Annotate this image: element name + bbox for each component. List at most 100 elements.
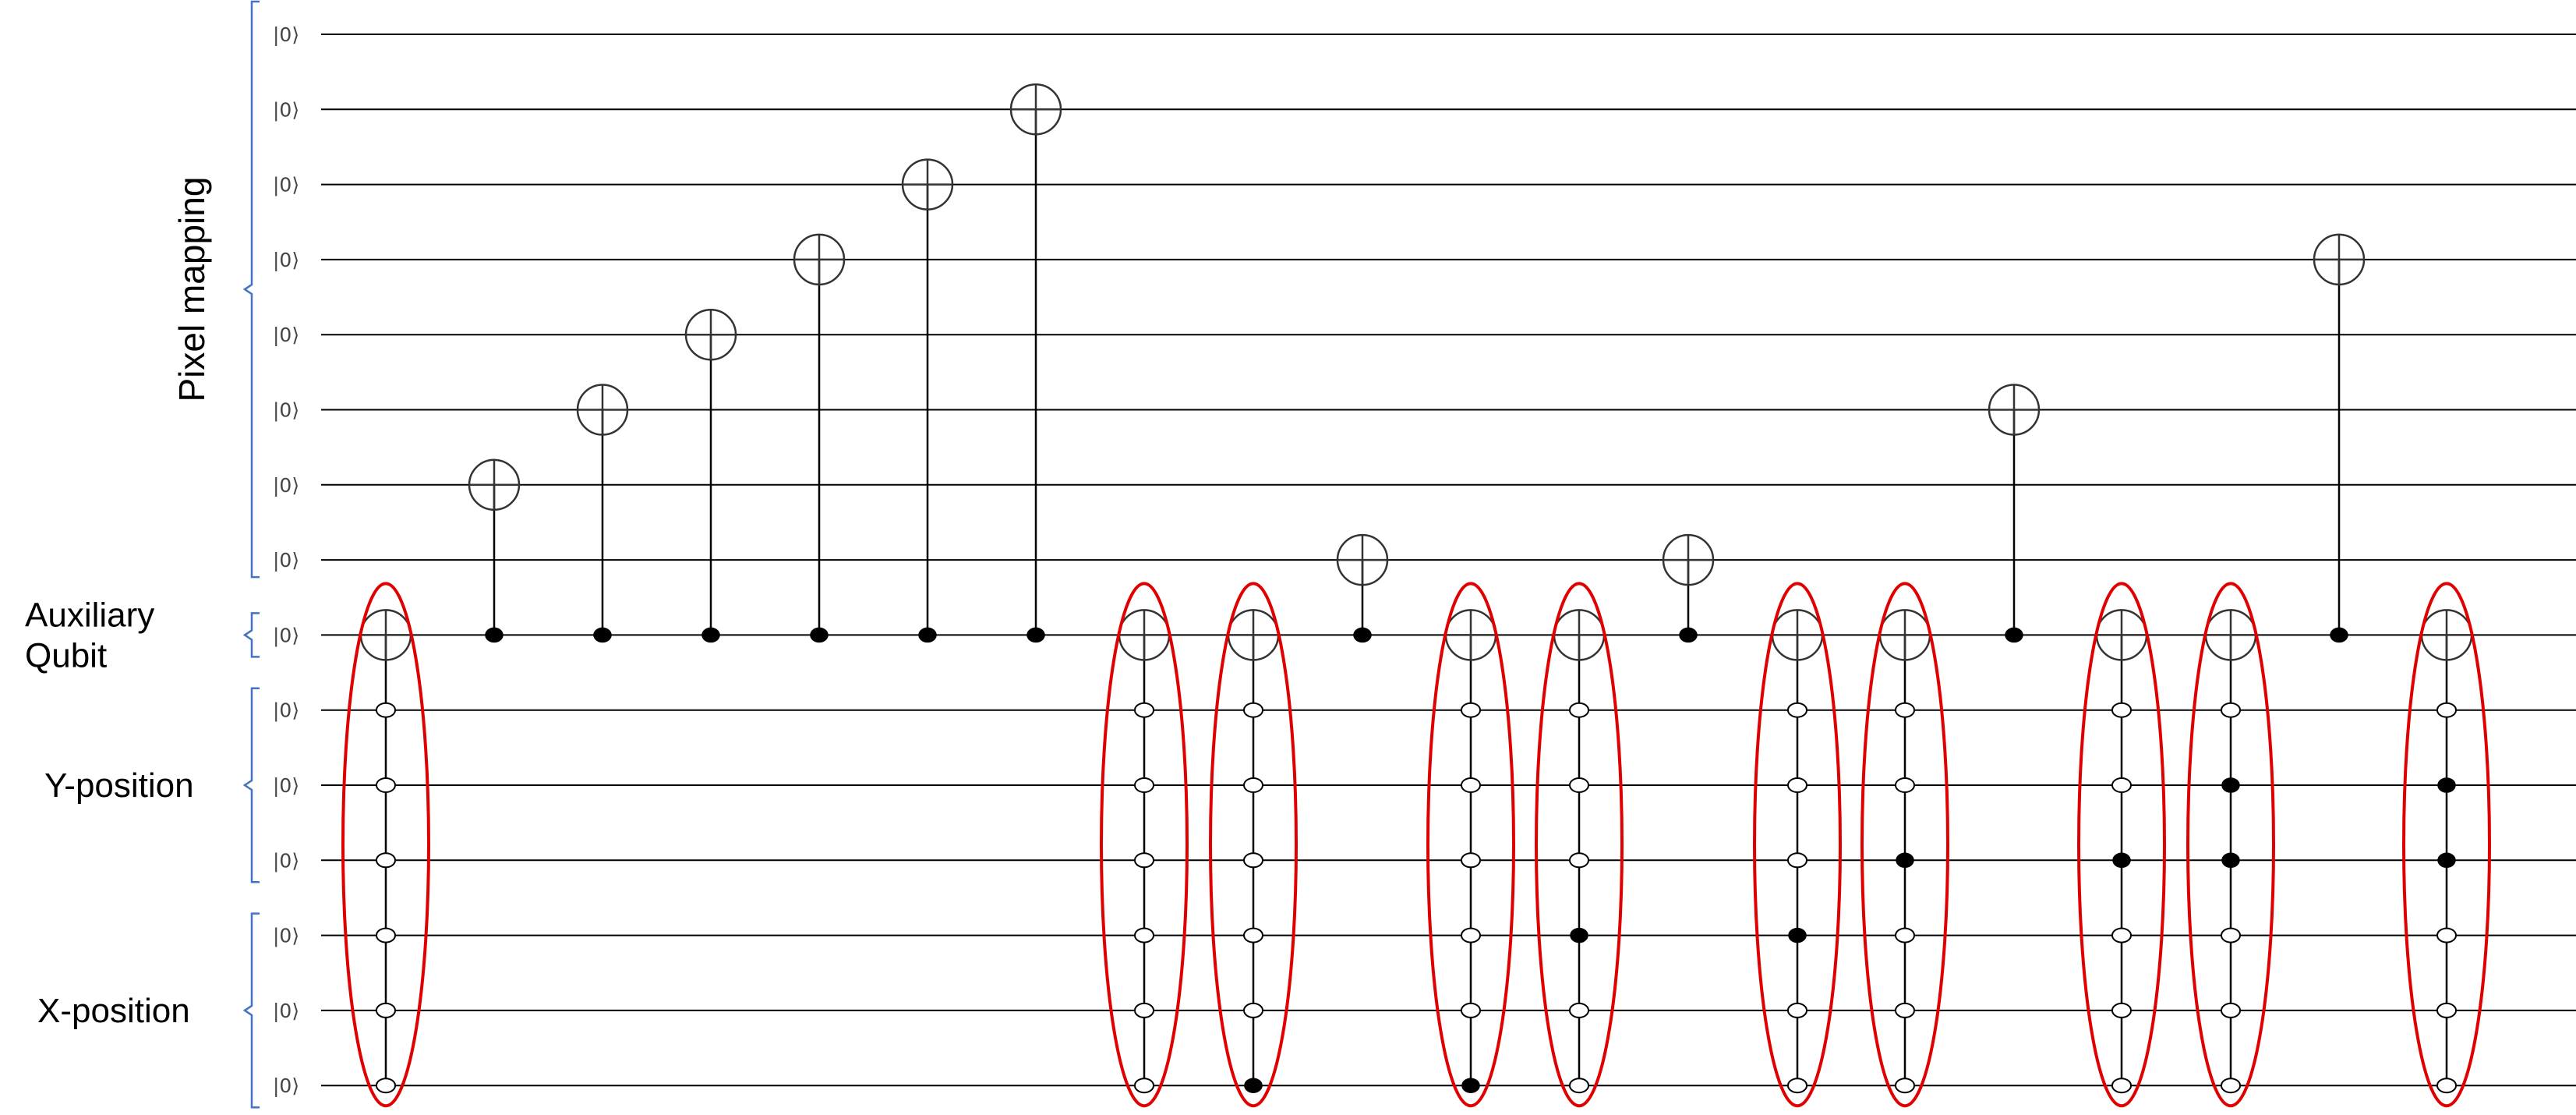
control-dot-open	[1461, 852, 1481, 869]
control-dot-filled	[2112, 852, 2131, 869]
gate-column	[1860, 582, 1949, 1108]
control-dot-open	[2221, 927, 2241, 943]
qubit-ket-label: |0⟩	[273, 925, 299, 947]
gate-column	[576, 384, 629, 643]
qubit-ket-label: |0⟩	[273, 1000, 299, 1022]
control-dot-filled	[810, 627, 829, 643]
control-dot-open	[2436, 1002, 2457, 1018]
control-dot-open	[1461, 927, 1481, 943]
control-dot-open	[1461, 777, 1481, 793]
control-dot-open	[2111, 927, 2132, 943]
control-dot-open	[1134, 927, 1154, 943]
control-dot-open	[1569, 777, 1589, 793]
register-bracket-pixel	[242, 0, 260, 579]
control-dot-open	[1569, 852, 1589, 869]
control-dot-filled	[2005, 627, 2023, 643]
highlight-ellipse	[1100, 582, 1189, 1108]
register-bracket-aux	[242, 612, 260, 658]
control-dot-open	[1787, 1078, 1807, 1094]
gate-column	[1336, 533, 1389, 643]
highlight-ellipse	[1535, 582, 1624, 1108]
highlight-ellipse	[2402, 582, 2491, 1108]
control-dot-open	[1243, 1002, 1263, 1018]
control-dot-open	[2436, 702, 2457, 718]
control-dot-open	[1787, 1002, 1807, 1018]
register-label-x: X-position	[37, 992, 190, 1030]
gate-column	[684, 308, 737, 643]
control-dot-open	[1895, 777, 1915, 793]
control-dot-filled	[918, 627, 937, 643]
control-dot-filled	[1570, 927, 1588, 943]
highlight-ellipse	[1753, 582, 1842, 1108]
highlight-ellipse	[1209, 582, 1298, 1108]
highlight-ellipse	[1426, 582, 1515, 1108]
control-dot-open	[2111, 1078, 2132, 1094]
register-label-pixel: Pixel mapping	[171, 177, 212, 402]
control-dot-open	[1243, 702, 1263, 718]
gate-column	[793, 233, 846, 643]
qubit-ket-label: |0⟩	[273, 774, 299, 797]
control-dot-open	[376, 777, 396, 793]
control-dot-open	[1134, 1078, 1154, 1094]
qubit-ket-label: |0⟩	[273, 474, 299, 497]
control-dot-filled	[2330, 627, 2348, 643]
gate-column	[1535, 582, 1624, 1108]
control-dot-open	[2221, 702, 2241, 718]
register-label-aux-line-1: Qubit	[25, 636, 107, 674]
register-brackets	[242, 0, 260, 1109]
gate-column	[1100, 582, 1189, 1108]
control-dot-open	[376, 927, 396, 943]
control-dot-open	[1787, 702, 1807, 718]
control-dot-open	[376, 1002, 396, 1018]
register-bracket-x	[242, 912, 260, 1109]
control-dot-open	[1461, 702, 1481, 718]
gate-column	[468, 458, 521, 643]
control-dot-filled	[1027, 627, 1045, 643]
control-dot-open	[1461, 1002, 1481, 1018]
register-label-aux-line-0: Auxiliary	[25, 596, 154, 634]
register-bracket-y	[242, 687, 260, 883]
gate-column	[2077, 582, 2166, 1108]
gate-column	[1753, 582, 1842, 1108]
gate-column	[341, 582, 430, 1108]
control-dot-open	[1243, 852, 1263, 869]
gate-column	[2186, 582, 2275, 1108]
qubit-ket-label: |0⟩	[273, 699, 299, 722]
gate-column	[1988, 384, 2041, 643]
gate-columns	[341, 83, 2491, 1108]
control-dot-open	[2111, 702, 2132, 718]
control-dot-filled	[1679, 627, 1698, 643]
control-dot-open	[1134, 852, 1154, 869]
register-label-y: Y-position	[44, 766, 194, 805]
register-labels: Pixel mappingAuxiliaryQubitY-positionX-p…	[25, 177, 212, 1030]
control-dot-filled	[2221, 852, 2240, 869]
control-dot-filled	[701, 627, 720, 643]
gate-column	[1209, 582, 1298, 1108]
control-dot-open	[1895, 927, 1915, 943]
qubit-ket-label: |0⟩	[273, 549, 299, 572]
control-dot-open	[2221, 1002, 2241, 1018]
control-dot-open	[2436, 1078, 2457, 1094]
control-dot-filled	[1244, 1078, 1263, 1093]
control-dot-open	[2111, 777, 2132, 793]
control-dot-open	[2221, 1078, 2241, 1094]
control-dot-open	[1787, 852, 1807, 869]
control-dot-filled	[485, 627, 504, 643]
qubit-initial-state-labels: |0⟩|0⟩|0⟩|0⟩|0⟩|0⟩|0⟩|0⟩|0⟩|0⟩|0⟩|0⟩|0⟩|…	[273, 23, 299, 1097]
qubit-ket-label: |0⟩	[273, 399, 299, 422]
qubit-ket-label: |0⟩	[273, 849, 299, 872]
control-dot-filled	[1788, 927, 1807, 943]
qubit-ket-label: |0⟩	[273, 98, 299, 121]
control-dot-open	[2436, 927, 2457, 943]
control-dot-open	[1569, 702, 1589, 718]
gate-column	[901, 158, 954, 643]
control-dot-filled	[1461, 1078, 1480, 1093]
control-dot-open	[1134, 702, 1154, 718]
control-dot-open	[1895, 702, 1915, 718]
control-dot-open	[2111, 1002, 2132, 1018]
highlight-ellipse	[1860, 582, 1949, 1108]
qubit-ket-label: |0⟩	[273, 624, 299, 646]
control-dot-open	[1569, 1002, 1589, 1018]
qubit-ket-label: |0⟩	[273, 23, 299, 46]
control-dot-open	[376, 852, 396, 869]
